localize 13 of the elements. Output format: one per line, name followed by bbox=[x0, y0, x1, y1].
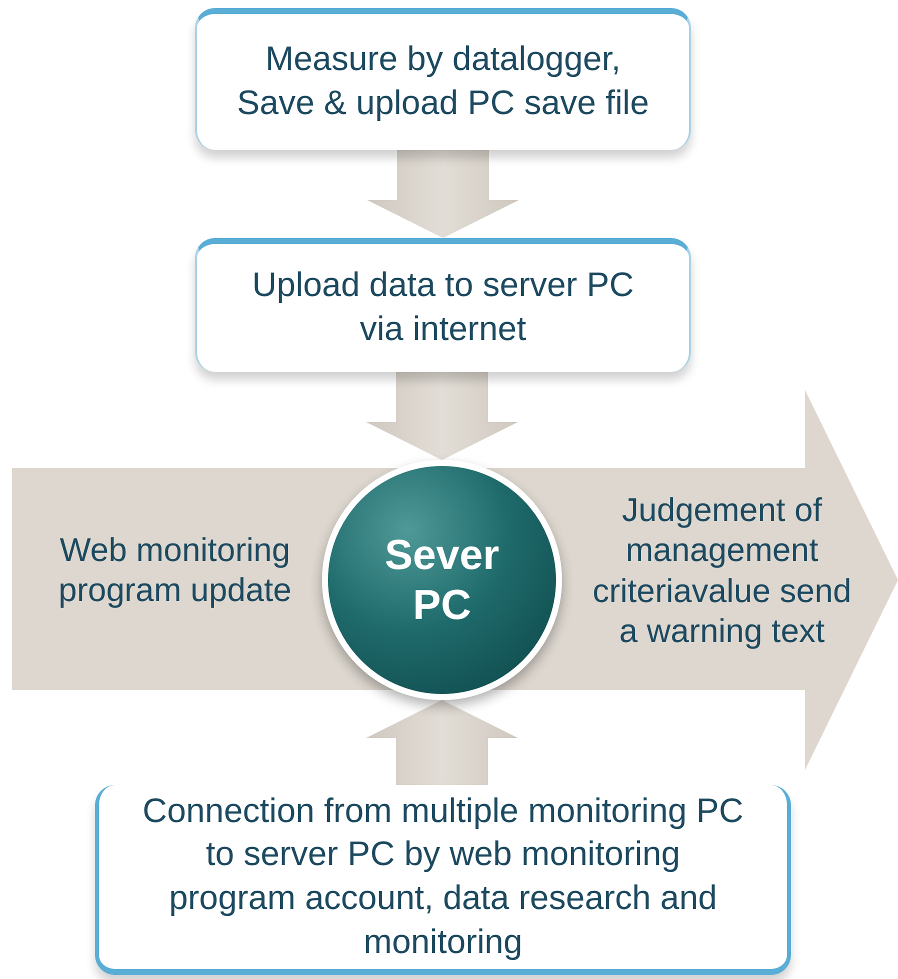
band-text: Judgement of management criteriavalue send a warning text bbox=[592, 490, 852, 651]
block-arrow bbox=[367, 150, 519, 238]
arrow-band bbox=[12, 390, 898, 770]
block-arrow bbox=[366, 372, 518, 460]
box-text: Connection from multiple monitoring PC to server PC by web monitoring program account, data research and monitoring bbox=[142, 790, 744, 963]
process-box bbox=[195, 238, 691, 372]
block-arrow bbox=[366, 700, 518, 785]
box-text: Measure by datalogger, Save & upload PC save file bbox=[236, 39, 650, 124]
process-box bbox=[195, 8, 691, 150]
band-text: Web monitoring program update bbox=[58, 530, 292, 610]
process-box bbox=[95, 785, 791, 975]
box-text: Upload data to server PC via internet bbox=[251, 265, 635, 350]
box-text: Sever PC bbox=[384, 530, 500, 630]
